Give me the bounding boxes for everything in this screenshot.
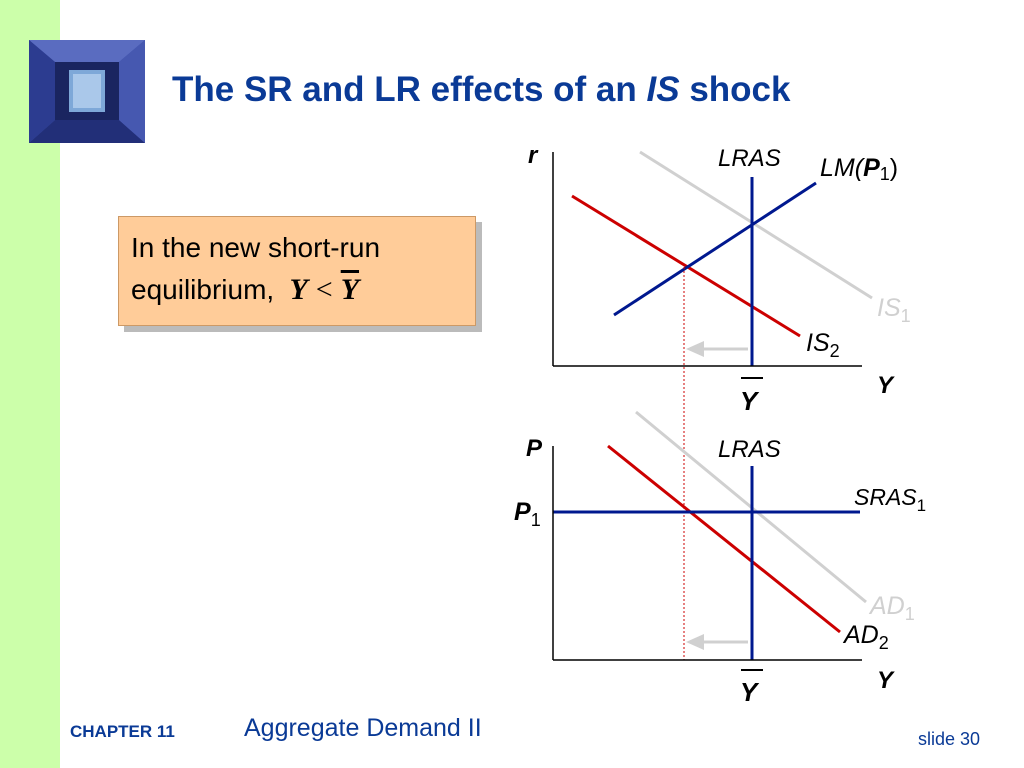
callout-line2-wrap: equilibrium, Y<Y bbox=[131, 269, 463, 311]
p1-label-main: P bbox=[514, 498, 531, 526]
sras-label: SRAS1 bbox=[854, 484, 926, 515]
is2-curve bbox=[571, 194, 801, 338]
top-x-axis-label: Y bbox=[877, 372, 895, 399]
ad2-label-sub: 2 bbox=[879, 633, 889, 653]
bottom-shift-arrowhead bbox=[686, 634, 704, 650]
is1-label-sub: 1 bbox=[901, 306, 911, 326]
p1-label-sub: 1 bbox=[531, 510, 541, 530]
top-ybar-label: Y bbox=[740, 386, 760, 416]
title-is: IS bbox=[646, 70, 680, 109]
lm-label-post: ) bbox=[890, 154, 898, 182]
ad1-label: AD1 bbox=[868, 592, 915, 624]
bottom-ybar-label: Y bbox=[740, 677, 760, 707]
ad1-label-sub: 1 bbox=[905, 604, 915, 624]
footer-slide-number: slide 30 bbox=[918, 729, 981, 749]
is2-label-main: IS bbox=[806, 329, 830, 357]
lm-curve bbox=[613, 181, 817, 317]
callout-y: Y bbox=[289, 273, 308, 306]
lm-label-p: P bbox=[863, 154, 880, 182]
top-lras-label: LRAS bbox=[718, 145, 781, 172]
callout-math: Y<Y bbox=[282, 273, 359, 306]
top-shift-arrowhead bbox=[686, 341, 704, 357]
top-y-axis-label: r bbox=[528, 142, 539, 169]
callout-line2: equilibrium, bbox=[131, 274, 275, 305]
bottom-y-axis-label: P bbox=[526, 435, 543, 462]
sras-label-sub: 1 bbox=[917, 496, 926, 515]
title-main: The SR and LR effects of an bbox=[172, 70, 637, 109]
callout-box: In the new short-run equilibrium, Y<Y bbox=[118, 216, 476, 326]
bottom-lras-label: LRAS bbox=[718, 436, 781, 463]
ad2-label: AD2 bbox=[842, 621, 889, 653]
sras-label-main: SRAS bbox=[854, 484, 917, 510]
title-tail: shock bbox=[689, 70, 791, 109]
footer-chapter: CHAPTER 11 bbox=[70, 722, 175, 741]
ad2-label-main: AD bbox=[842, 621, 879, 649]
footer-subject: Aggregate Demand II bbox=[244, 714, 482, 742]
lm-label: LM(P1) bbox=[820, 154, 898, 184]
bottom-x-axis-label: Y bbox=[877, 667, 895, 694]
bottom-graph: P Y Y LRAS P1 SRAS1 AD1 AD2 bbox=[514, 410, 926, 707]
is1-label: IS1 bbox=[877, 294, 911, 326]
is2-label-sub: 2 bbox=[830, 341, 840, 361]
lm-label-pre: LM( bbox=[820, 154, 866, 182]
callout-ybar: Y bbox=[340, 273, 360, 306]
lm-label-sub: 1 bbox=[880, 164, 890, 184]
ad1-label-main: AD bbox=[868, 592, 905, 620]
top-graph: r Y Y LRAS LM(P1) IS1 IS2 bbox=[528, 142, 911, 416]
is1-curve bbox=[639, 150, 873, 300]
logo-window-icon bbox=[29, 40, 145, 143]
p1-label: P1 bbox=[514, 498, 541, 530]
is2-label: IS2 bbox=[806, 329, 840, 361]
callout-line1: In the new short-run bbox=[131, 232, 381, 263]
slide-title: The SR and LR effects of an IS shock bbox=[172, 70, 790, 110]
is1-label-main: IS bbox=[877, 294, 901, 322]
ad2-curve bbox=[607, 444, 841, 634]
callout-lt: < bbox=[315, 273, 333, 306]
